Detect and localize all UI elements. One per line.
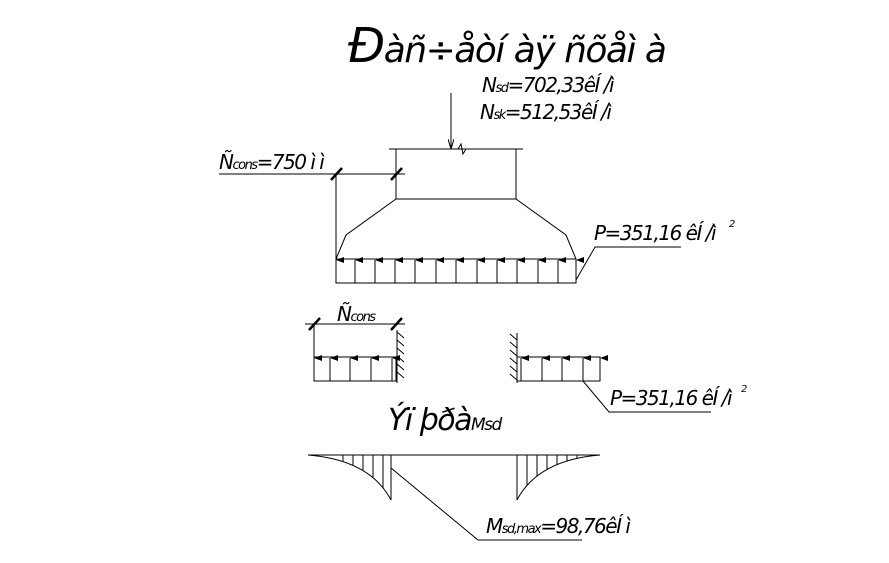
nsk-label: Nsk=512,53êÍ /ì <box>480 100 612 124</box>
hatch-line <box>509 357 518 365</box>
hatch-line <box>509 373 518 381</box>
fixed-support-right <box>509 333 518 383</box>
cantilever-length-label: Ñcons=750 ì ì <box>219 150 325 174</box>
moment-leader <box>390 467 582 541</box>
hatch-line <box>396 363 405 371</box>
max-moment-label: Msd,max=98,76êÍ ì <box>486 514 631 538</box>
footing-right-slope <box>515 198 577 260</box>
hatch-line <box>396 371 405 379</box>
hatch-line <box>396 339 405 347</box>
dimension-tick <box>390 167 403 181</box>
right-cantilever-pressure <box>516 355 608 382</box>
pressure-label-bottom-exponent: 2 <box>741 384 747 395</box>
pressure-label-top: P=351,16 êÍ /ì <box>594 221 717 245</box>
hatch-line <box>396 347 405 355</box>
footing-left-slope <box>335 198 397 260</box>
diagram-title: Đàñ÷åòí àÿ ñõåì à <box>348 18 666 74</box>
left-cantilever-pressure <box>313 355 400 382</box>
soil-pressure-diagram <box>335 257 584 284</box>
dimension-tick <box>390 317 403 331</box>
pressure-leader <box>582 380 711 413</box>
pressure-label-top-exponent: 2 <box>729 219 735 230</box>
hatch-line <box>396 331 405 339</box>
cons-label: Ñcons <box>337 302 376 326</box>
hatch-line <box>509 341 518 349</box>
nsd-label: Nsd=702,33êÍ /ì <box>482 73 615 97</box>
column <box>389 142 523 200</box>
pressure-leader <box>575 246 681 281</box>
fixed-support-left <box>396 330 405 383</box>
pressure-label-bottom: P=351,16 êÍ /ì <box>610 386 733 410</box>
hatch-line <box>509 333 518 341</box>
moment-diagram <box>307 454 601 501</box>
hatch-line <box>396 355 405 363</box>
hatch-line <box>509 365 518 373</box>
hatch-line <box>509 349 518 357</box>
moment-diagram-title: Ýï þðàMsd <box>388 402 503 438</box>
